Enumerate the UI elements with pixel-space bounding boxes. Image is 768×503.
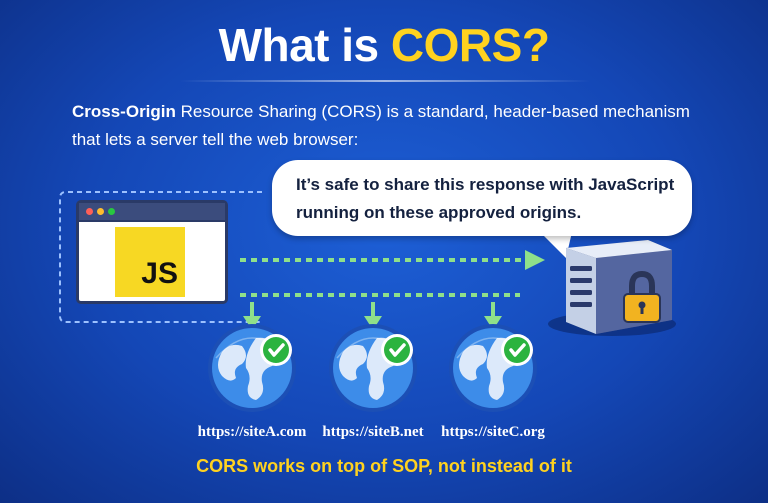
check-badge-c [501, 334, 533, 366]
intro-term: Cross-Origin [72, 102, 176, 121]
window-close-dot [86, 208, 93, 215]
page-title: What is CORS? [0, 18, 768, 72]
browser-title-bar [79, 203, 225, 222]
speech-bubble [272, 160, 692, 236]
check-badge-a [260, 334, 292, 366]
drop-arrow-a [243, 302, 261, 330]
origin-dashed-frame [59, 191, 262, 323]
title-highlight: CORS? [390, 19, 550, 71]
lock-icon [623, 270, 661, 323]
drop-arrow-c [484, 302, 502, 330]
origin-label-a: https://siteA.com [197, 424, 307, 440]
check-badge-b [381, 334, 413, 366]
speech-bubble-tail [540, 232, 572, 258]
javascript-logo-icon: JS [115, 227, 185, 297]
browser-window: JS [76, 200, 228, 304]
window-maximize-dot [108, 208, 115, 215]
window-minimize-dot [97, 208, 104, 215]
title-prefix: What is [218, 19, 391, 71]
speech-bubble-text: It’s safe to share this response with Ja… [296, 175, 675, 222]
globe-icon-a [208, 324, 296, 412]
intro-text: Resource Sharing (CORS) is a standard, h… [72, 102, 690, 149]
title-divider [180, 80, 590, 82]
origin-label-c: https://siteC.org [441, 424, 545, 440]
request-arrow-head [525, 250, 545, 270]
drop-arrow-b [364, 302, 382, 330]
footer-note: CORS works on top of SOP, not instead of… [196, 456, 572, 476]
origin-label-b: https://siteB.net [322, 424, 424, 440]
intro-paragraph: Cross-Origin Resource Sharing (CORS) is … [72, 98, 722, 154]
